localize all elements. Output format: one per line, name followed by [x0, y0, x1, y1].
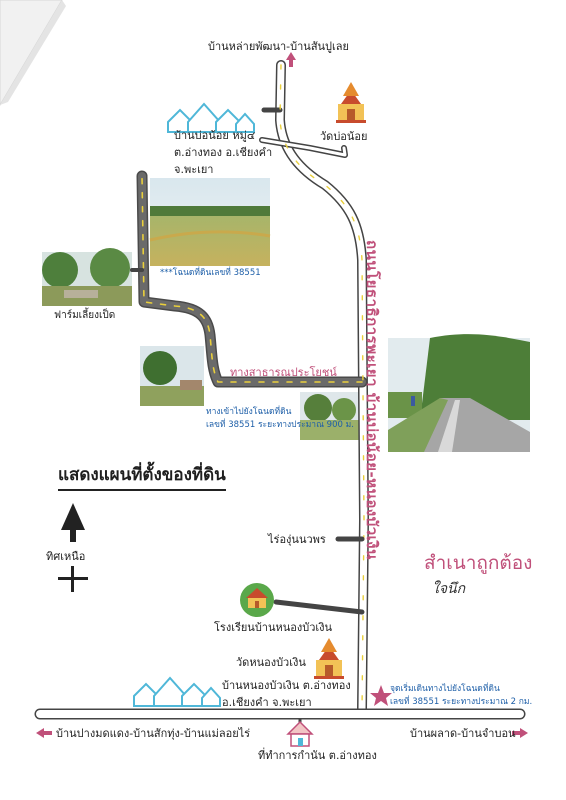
arrow-east-icon: [512, 728, 528, 738]
road-network: [34, 60, 526, 734]
photo-public-road: [140, 346, 204, 406]
label-start-note-1: จุดเริ่มเดินทางไปยังโฉนดที่ดิน: [390, 684, 500, 694]
signature: ใจนึก: [432, 581, 466, 597]
arrow-west-icon: [36, 728, 52, 738]
label-entrance-note-1: ทางเข้าไปยังโฉนดที่ดิน: [206, 407, 292, 417]
label-north-end: บ้านหล่ายพัฒนา-บ้านสันปูเลย: [208, 40, 349, 53]
label-start-note-2: เลขที่ 38551 ระยะทางประมาณ 2 กม.: [390, 697, 533, 707]
page-fold-shadow: [0, 0, 66, 105]
label-village-south-1: บ้านหนองบัวเงิน ต.อ่างทอง: [222, 679, 351, 692]
photo-entrance: [300, 392, 360, 440]
label-entrance-note-2: เลขที่ 38551 ระยะทางประมาณ 900 ม.: [206, 420, 354, 430]
label-temple-north: วัดบ่อน้อย: [320, 130, 368, 143]
arrow-north-icon: [286, 52, 296, 67]
temple-north-icon: [336, 82, 366, 123]
label-temple-south: วัดหนองบัวเงิน: [236, 656, 306, 669]
road-main-fill: [276, 61, 368, 714]
temple-south-icon: [314, 638, 344, 679]
label-west-end: บ้านปางมดแดง-บ้านสักทุ่ง-บ้านแม่ลอยไร่: [56, 727, 251, 740]
road-school-branch: [273, 599, 365, 615]
certified-copy-stamp: สำเนาถูกต้อง: [424, 552, 533, 574]
label-land-deed: ***โฉนดที่ดินเลขที่ 38551: [160, 268, 261, 278]
label-north-direction: ทิศเหนือ: [46, 550, 86, 563]
label-main-road: ถนนโยธาธิการพะเยา บ้านบ่อน้อย-หนองบัวเงิ…: [363, 240, 381, 560]
district-office-icon: [286, 720, 314, 747]
label-school: โรงเรียนบ้านหนองบัวเงิน: [214, 621, 333, 634]
north-compass-icon: [58, 503, 88, 592]
label-village-north-3: จ.พะเยา: [174, 163, 214, 176]
village-houses-south-icon: [133, 676, 221, 707]
school-icon: [240, 583, 274, 617]
label-district-office: ที่ทำการกำนัน ต.อ่างทอง: [258, 749, 377, 762]
label-vineyard: ไร่องุ่นนวพร: [268, 533, 326, 546]
photo-field-north: [149, 178, 271, 266]
start-point-star-icon: [370, 685, 392, 706]
village-houses-north-icon: [167, 102, 255, 133]
label-public-road: ทางสาธารณประโยชน์: [230, 366, 337, 379]
label-east-end: บ้านผลาด-บ้านจำบอน: [410, 727, 516, 740]
map-title: แสดงแผนที่ตั้งของที่ดิน: [58, 461, 226, 491]
label-village-north-2: ต.อ่างทอง อ.เชียงคำ: [174, 146, 273, 159]
photo-duck-farm: [42, 248, 132, 306]
photo-main-road: [388, 334, 530, 452]
label-village-south-2: อ.เชียงคำ จ.พะเยา: [222, 696, 312, 709]
label-duck-farm: ฟาร์มเลี้ยงเป็ด: [54, 310, 116, 321]
label-village-north-1: บ้านบ่อน้อย หมู่๔: [174, 129, 256, 142]
